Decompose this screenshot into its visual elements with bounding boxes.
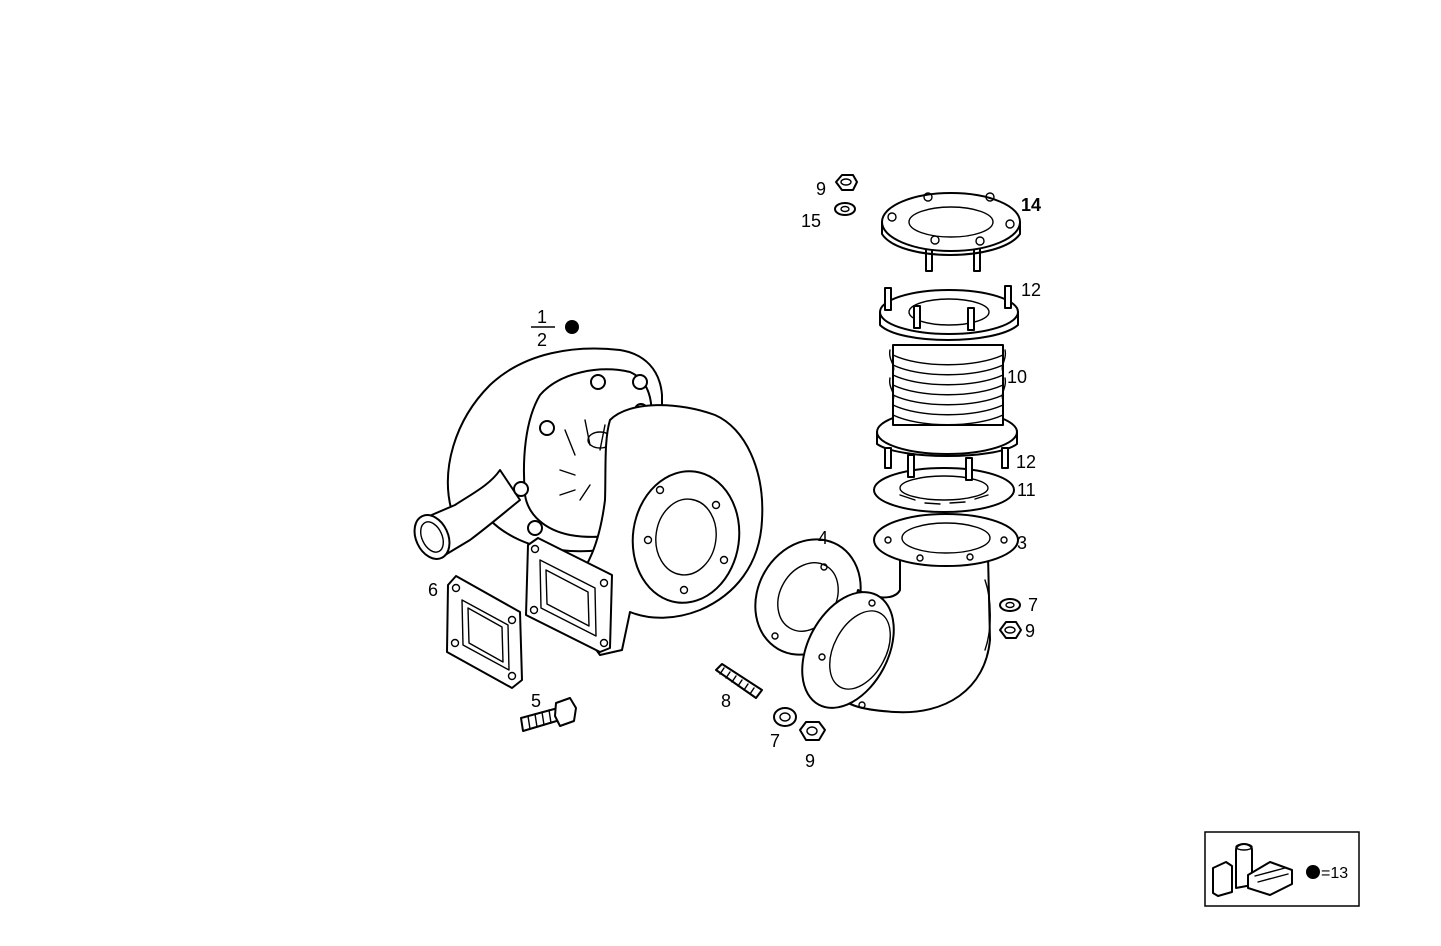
callout-4: 4 [818, 528, 828, 548]
callout-3: 3 [1017, 533, 1027, 553]
threaded-stud [715, 663, 763, 699]
callout-15: 15 [801, 211, 821, 231]
callout-9-upper: 9 [816, 179, 826, 199]
callout-12-upper: 12 [1021, 280, 1041, 300]
callout-10: 10 [1007, 367, 1027, 387]
callout-8: 8 [721, 691, 731, 711]
nut-upper [835, 174, 858, 191]
hex-bolt [520, 697, 577, 732]
callout-9-right: 9 [1025, 621, 1035, 641]
exhaust-elbow [801, 513, 1019, 714]
washer-upper [834, 202, 856, 216]
callout-1: 1 [537, 307, 547, 327]
kit-legend-box: =13 [1204, 831, 1360, 907]
callout-7-lower: 7 [770, 731, 780, 751]
callout-5: 5 [531, 691, 541, 711]
nut-right [999, 621, 1022, 639]
callout-labels: 1 2 3 4 5 6 7 7 8 9 9 9 10 11 12 12 14 1… [428, 179, 1041, 771]
callout-2: 2 [537, 330, 547, 350]
washer-right [999, 598, 1021, 612]
parts-kit-icon [1212, 843, 1293, 897]
callout-6: 6 [428, 580, 438, 600]
expansion-bellows [876, 242, 1019, 481]
nut-lower [799, 721, 826, 741]
top-flange-plate [881, 192, 1021, 256]
callout-12-lower: 12 [1016, 452, 1036, 472]
callout-14: 14 [1021, 195, 1041, 215]
callout-7-right: 7 [1028, 595, 1038, 615]
callout-11: 11 [1017, 480, 1036, 500]
inlet-gasket [446, 575, 523, 689]
washer-lower [773, 707, 797, 727]
bellows-gasket [873, 467, 1015, 513]
callout-9-lower: 9 [805, 751, 815, 771]
turbocharger-assembly [413, 347, 764, 656]
kit-dot-marker [565, 320, 579, 334]
kit-dot-marker [1306, 865, 1320, 879]
legend-label: =13 [1321, 865, 1348, 882]
